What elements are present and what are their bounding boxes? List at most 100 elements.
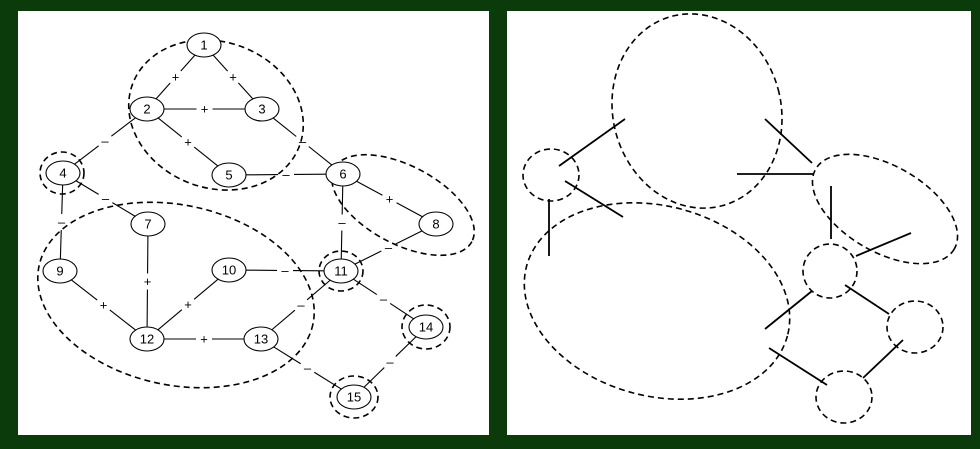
node-3: 3 xyxy=(244,96,280,122)
edge-sign-13-15: – xyxy=(304,361,312,376)
edge-1-3-b xyxy=(237,82,254,100)
edge-sign-5-6: – xyxy=(282,167,290,182)
node-ellipse-12 xyxy=(129,326,165,352)
edge-sign-10-11: – xyxy=(281,263,289,278)
edge-sign-4-7: – xyxy=(102,191,110,206)
connector-10 xyxy=(764,290,813,330)
cluster-connection-diagram xyxy=(522,13,959,424)
node-4: 4 xyxy=(45,160,81,186)
cluster-small-left xyxy=(522,148,580,202)
edge-6-8-a xyxy=(356,180,383,196)
node-ellipse-2 xyxy=(129,96,165,122)
edge-sign-10-12: + xyxy=(184,297,192,312)
edge-sign-2-5: + xyxy=(184,135,192,150)
edge-4-7-a xyxy=(75,180,99,195)
edge-11-14-b xyxy=(389,302,414,320)
edge-11-14-a xyxy=(353,278,378,296)
cluster-large-left xyxy=(523,202,791,400)
cluster-bottom-small xyxy=(815,370,873,424)
edge-4-7-b xyxy=(112,202,136,217)
edge-sign-2-3: + xyxy=(201,102,209,117)
node-label-15: 15 xyxy=(347,390,361,405)
edge-3-6-a xyxy=(272,117,297,137)
edge-14-15-a xyxy=(395,336,417,357)
node-label-8: 8 xyxy=(432,217,439,232)
cluster-right-ellipse xyxy=(811,153,959,265)
right-panel xyxy=(507,11,971,435)
edge-sign-8-11: – xyxy=(385,240,393,255)
edge-6-11-b xyxy=(340,230,343,260)
node-ellipse-6 xyxy=(325,161,361,187)
edge-8-11-b xyxy=(354,250,382,265)
connector-7 xyxy=(855,232,912,257)
node-1: 1 xyxy=(186,32,222,58)
edge-11-13-a xyxy=(306,279,331,301)
edge-10-12-a xyxy=(193,278,219,300)
edge-sign-1-2: + xyxy=(172,70,180,85)
node-label-7: 7 xyxy=(144,217,151,232)
node-label-9: 9 xyxy=(56,264,63,279)
edge-2-4-b xyxy=(74,145,99,165)
edge-1-3-a xyxy=(212,54,229,72)
node-ellipse-9 xyxy=(42,258,78,284)
connector-1 xyxy=(558,118,626,167)
edge-sign-14-15: – xyxy=(386,355,394,370)
node-ellipse-14 xyxy=(408,314,444,340)
edge-sign-12-13: + xyxy=(200,332,208,347)
edge-8-11-a xyxy=(395,230,423,245)
edge-14-15-b xyxy=(363,367,385,388)
connector-4 xyxy=(764,118,813,164)
node-ellipse-15 xyxy=(336,384,372,410)
edge-1-2-b xyxy=(155,82,171,100)
node-11: 11 xyxy=(323,258,359,284)
edge-2-5-b xyxy=(193,146,219,167)
node-label-14: 14 xyxy=(419,320,433,335)
cluster-small-right xyxy=(886,300,944,354)
edge-13-15-a xyxy=(273,346,302,365)
edge-sign-1-3: + xyxy=(229,70,237,85)
edge-1-2-a xyxy=(180,54,196,72)
node-label-13: 13 xyxy=(254,332,268,347)
edge-9-12-a xyxy=(71,279,98,301)
node-label-2: 2 xyxy=(143,102,150,117)
edge-sign-6-8: + xyxy=(386,192,394,207)
cluster-1-2-3-5 xyxy=(127,39,305,191)
edge-sign-4-9: – xyxy=(58,215,66,230)
cluster-6-8 xyxy=(330,153,476,257)
edge-sign-3-6: – xyxy=(299,134,307,149)
edge-3-6-b xyxy=(308,146,333,166)
node-2: 2 xyxy=(129,96,165,122)
edge-sign-11-14: – xyxy=(380,292,388,307)
node-13: 13 xyxy=(243,326,279,352)
edge-sign-6-11: – xyxy=(338,215,346,230)
edge-13-15-b xyxy=(313,371,342,390)
cluster-14 xyxy=(401,304,451,350)
edge-10-12-b xyxy=(157,309,183,331)
connector-8 xyxy=(844,284,890,315)
node-ellipse-11 xyxy=(323,258,359,284)
edge-4-9-b xyxy=(59,229,62,260)
node-12: 12 xyxy=(129,326,165,352)
cluster-middle-small xyxy=(802,243,858,299)
edge-sign-9-12: + xyxy=(100,298,108,313)
node-label-10: 10 xyxy=(222,263,236,278)
connector-9 xyxy=(862,339,904,379)
node-8: 8 xyxy=(418,211,454,237)
edge-2-4-a xyxy=(111,117,136,137)
connector-11 xyxy=(768,347,828,386)
connector-2 xyxy=(564,180,624,218)
node-10: 10 xyxy=(211,257,247,283)
node-ellipse-3 xyxy=(244,96,280,122)
node-6: 6 xyxy=(325,161,361,187)
node-ellipse-10 xyxy=(211,257,247,283)
cluster-15 xyxy=(329,375,379,419)
edge-sign-7-12: + xyxy=(144,274,152,289)
node-ellipse-8 xyxy=(418,211,454,237)
node-ellipse-7 xyxy=(130,211,166,237)
node-5: 5 xyxy=(211,162,247,188)
edge-9-12-b xyxy=(109,309,136,331)
edge-6-11-a xyxy=(341,185,344,215)
edge-sign-11-13: – xyxy=(297,298,305,313)
